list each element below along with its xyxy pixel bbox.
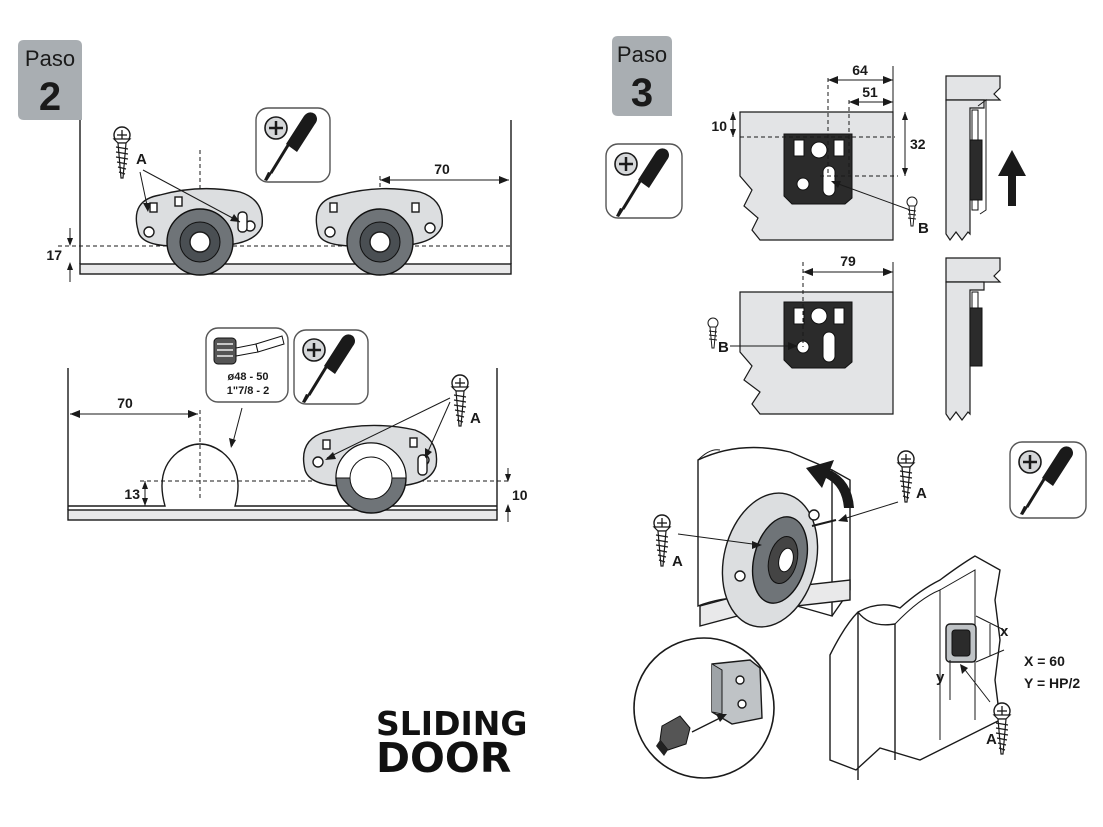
- phillips-icon: [613, 151, 639, 177]
- step3-iso-label-a-right: A: [916, 485, 927, 502]
- step2-top-label-a: A: [136, 151, 147, 168]
- step3-formula-y: Y = HP/2: [1024, 675, 1080, 691]
- screw-icon: [906, 196, 918, 227]
- step3-paso-number: 3: [631, 71, 653, 115]
- step3-tool-box-right: [1009, 441, 1087, 519]
- step2-bottom-label-a: A: [470, 410, 481, 427]
- step3-dim-64: 64: [852, 62, 868, 78]
- step3-tool-box-left: [605, 143, 683, 219]
- step2-top-dim-17: 17: [46, 247, 62, 263]
- step2-drill-size-mm: ø48 - 50: [228, 371, 269, 383]
- step3-middle-profile: [945, 257, 1002, 422]
- screw-icon: [451, 374, 469, 427]
- step2-drill-box: ø48 - 50 1"7/8 - 2: [205, 327, 289, 403]
- brand-logo: SLIDING DOOR: [376, 704, 527, 782]
- step2-bottom-dim-70: 70: [117, 395, 133, 411]
- step2-paso-number: 2: [39, 75, 61, 119]
- step2-bottom-view: A 70 13 10: [67, 368, 528, 522]
- roller-right: [315, 187, 444, 276]
- step3-jamb-label-x: x: [1000, 623, 1009, 640]
- brand-line2: DOOR: [376, 734, 511, 782]
- step3-detail-circle: [633, 637, 775, 779]
- screw-icon: [707, 317, 719, 349]
- step2-paso-word: Paso: [25, 46, 75, 71]
- roller-mortise: [302, 424, 438, 514]
- step3-top-view: 64 51 10 32 B: [711, 62, 929, 241]
- phillips-icon: [301, 337, 327, 363]
- step2-badge: Paso 2: [18, 40, 82, 120]
- forstner-drill-bit-icon: [213, 335, 285, 365]
- step3-jamb-view: x y A X = 60 Y = HP/2: [829, 555, 1080, 780]
- step3-paso-word: Paso: [617, 42, 667, 67]
- phillips-icon: [1017, 449, 1043, 475]
- screw-icon: [653, 514, 671, 567]
- step3-dim-79: 79: [840, 253, 856, 269]
- screw-icon: [113, 126, 131, 179]
- step2-drill-size-in: 1"7/8 - 2: [227, 385, 270, 397]
- step2-tool-box-bottom: [293, 329, 369, 405]
- up-arrow-icon: [998, 150, 1026, 206]
- rotate-arrow-icon: [806, 460, 854, 508]
- step2-bottom-dim-13: 13: [124, 486, 140, 502]
- step3-dim-10: 10: [711, 118, 727, 134]
- step3-jamb-label-y: y: [936, 669, 945, 686]
- screw-icon: [897, 450, 915, 503]
- step3-formula-x: X = 60: [1024, 653, 1065, 669]
- roller-left: [135, 187, 264, 276]
- step3-top-label-b: B: [918, 220, 929, 237]
- step2-top-view: A 70 17: [46, 120, 512, 282]
- step3-jamb-label-a: A: [986, 731, 997, 748]
- step3-top-profile: [945, 75, 1026, 242]
- step3-badge: Paso 3: [612, 36, 672, 116]
- phillips-icon: [263, 115, 289, 141]
- step2-bottom-dim-10: 10: [512, 487, 528, 503]
- step2-top-dim-70: 70: [434, 161, 450, 177]
- step3-dim-32: 32: [910, 136, 926, 152]
- step3-dim-51: 51: [862, 84, 878, 100]
- step2-tool-box-top: [255, 107, 331, 183]
- brand-line1: SLIDING: [376, 704, 527, 743]
- step3-middle-label-b: B: [718, 339, 729, 356]
- step3-middle-view: 79 B: [707, 253, 894, 415]
- step3-iso-label-a-left: A: [672, 553, 683, 570]
- step3-iso-roller: A A: [653, 446, 927, 628]
